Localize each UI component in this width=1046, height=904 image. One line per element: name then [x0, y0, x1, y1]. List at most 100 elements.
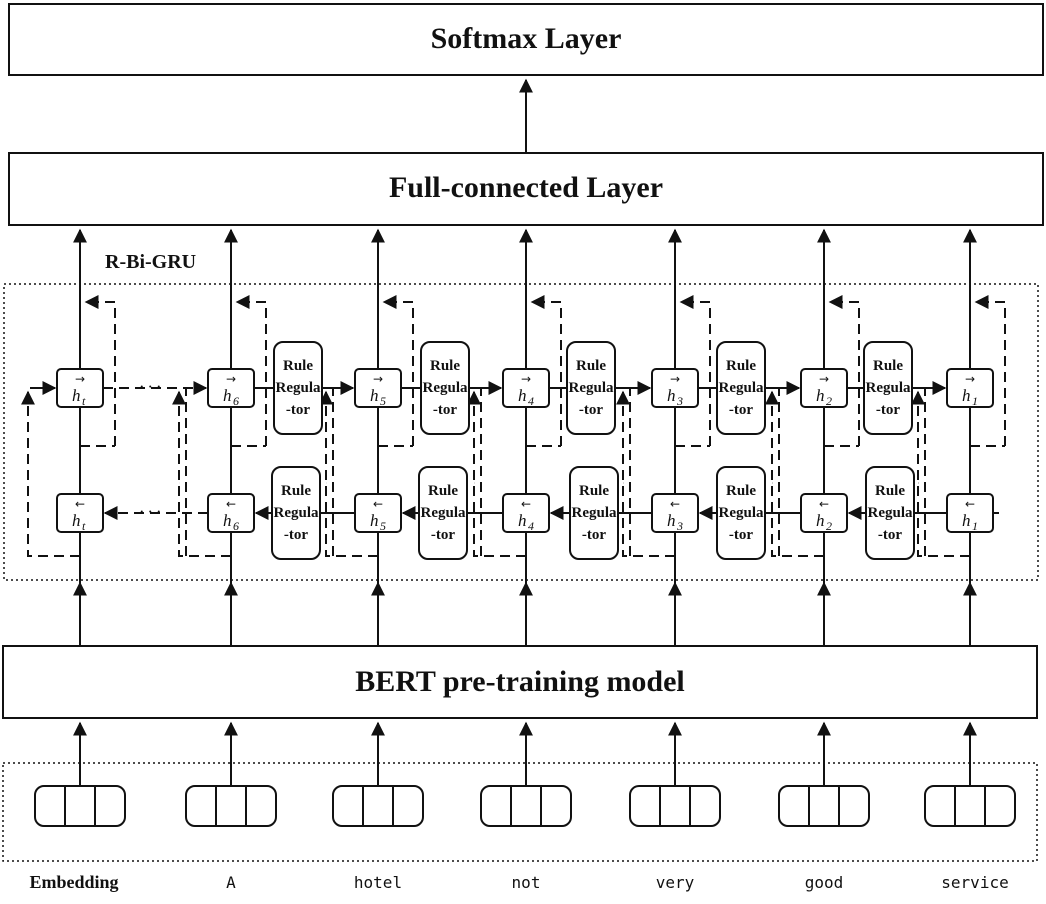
rule-regulator-line: Regula — [719, 505, 765, 521]
hidden-state-symbol: h — [962, 511, 971, 530]
rule-regulator-line: Regula — [569, 380, 615, 396]
hidden-state-subscript: 6 — [233, 519, 239, 533]
direction-arrow-glyph: → — [75, 372, 85, 386]
input-word: Embedding — [29, 872, 118, 892]
forward-feedback-loop — [84, 295, 116, 446]
embedding-vector — [778, 785, 870, 827]
rule-regulator-line: Rule — [873, 358, 903, 374]
hidden-state-symbol: h — [370, 511, 379, 530]
hidden-state-subscript: 3 — [676, 394, 683, 408]
embedding-vector — [332, 785, 424, 827]
input-word: A — [226, 873, 236, 892]
embedding-region — [2, 762, 1038, 862]
rule-regulator-line: -tor — [582, 527, 606, 543]
forward-feedback-loop — [974, 295, 1006, 446]
direction-arrow-glyph: ← — [226, 497, 236, 511]
rule-regulator-line: Regula — [423, 380, 469, 396]
direction-arrow-glyph: ← — [521, 497, 531, 511]
rule-regulator-line: -tor — [878, 527, 902, 543]
hidden-state-subscript: 2 — [826, 519, 832, 533]
full-connected-layer: Full-connected Layer — [8, 152, 1044, 226]
rule-regulator-line: Regula — [572, 505, 618, 521]
hidden-state-symbol: h — [223, 386, 232, 405]
direction-arrow-glyph: ← — [965, 497, 975, 511]
softmax-layer: Softmax Layer — [8, 3, 1044, 76]
hidden-state-subscript: 4 — [528, 394, 534, 408]
direction-arrow-glyph: → — [226, 372, 236, 386]
hidden-state-subscript: t — [82, 394, 86, 408]
rule-regulator-line: -tor — [729, 527, 753, 543]
backward-feedback-loop — [765, 390, 824, 557]
rule-regulator-line: Rule — [726, 358, 756, 374]
forward-feedback-loop — [235, 295, 267, 446]
direction-arrow-glyph: → — [965, 372, 975, 386]
hidden-state-symbol: h — [72, 511, 81, 530]
input-word: not — [512, 873, 541, 892]
rule-regulator-line: Regula — [719, 380, 765, 396]
hidden-state-subscript: 3 — [676, 519, 683, 533]
rule-regulator-line: Rule — [875, 483, 905, 499]
backward-feedback-loop — [172, 390, 231, 557]
hidden-state-symbol: h — [962, 386, 971, 405]
backward-feedback-loop — [319, 390, 378, 557]
hidden-state-symbol: h — [72, 386, 81, 405]
hidden-state-symbol: h — [518, 511, 527, 530]
input-word: very — [656, 873, 695, 892]
hidden-state-subscript: 6 — [233, 394, 239, 408]
input-word: good — [805, 873, 844, 892]
hidden-state-symbol: h — [667, 386, 676, 405]
rule-regulator-line: Rule — [576, 358, 606, 374]
backward-feedback-loop — [911, 390, 970, 557]
rule-regulator-line: -tor — [876, 402, 900, 418]
bert-layer: BERT pre-training model — [2, 645, 1038, 719]
direction-arrow-glyph: → — [670, 372, 680, 386]
hidden-state-symbol: h — [518, 386, 527, 405]
rule-regulator-line: -tor — [431, 527, 455, 543]
direction-arrow-glyph: ← — [819, 497, 829, 511]
direction-arrow-glyph: → — [521, 372, 531, 386]
forward-feedback-loop — [679, 295, 711, 446]
embedding-vector — [480, 785, 572, 827]
hidden-state-symbol: h — [816, 386, 825, 405]
rbigru-region — [3, 283, 1039, 581]
backward-ellipsis: · · · — [139, 502, 160, 521]
direction-arrow-glyph: ← — [75, 497, 85, 511]
embedding-vector — [185, 785, 277, 827]
rule-regulator-line: Rule — [579, 483, 609, 499]
rule-regulator-line: Regula — [868, 505, 914, 521]
rbigru-label: R-Bi-GRU — [105, 251, 196, 273]
hidden-state-symbol: h — [223, 511, 232, 530]
input-word: service — [941, 873, 1008, 892]
direction-arrow-glyph: → — [373, 372, 383, 386]
hidden-state-subscript: 2 — [826, 394, 832, 408]
hidden-state-symbol: h — [816, 511, 825, 530]
embedding-vector — [629, 785, 721, 827]
hidden-state-symbol: h — [667, 511, 676, 530]
bert-layer-label: BERT pre-training model — [355, 665, 685, 698]
direction-arrow-glyph: ← — [373, 497, 383, 511]
rule-regulator-line: Rule — [283, 358, 313, 374]
hidden-state-subscript: t — [82, 519, 86, 533]
rule-regulator-line: -tor — [433, 402, 457, 418]
hidden-state-symbol: h — [370, 386, 379, 405]
direction-arrow-glyph: → — [819, 372, 829, 386]
rule-regulator-line: -tor — [286, 402, 310, 418]
